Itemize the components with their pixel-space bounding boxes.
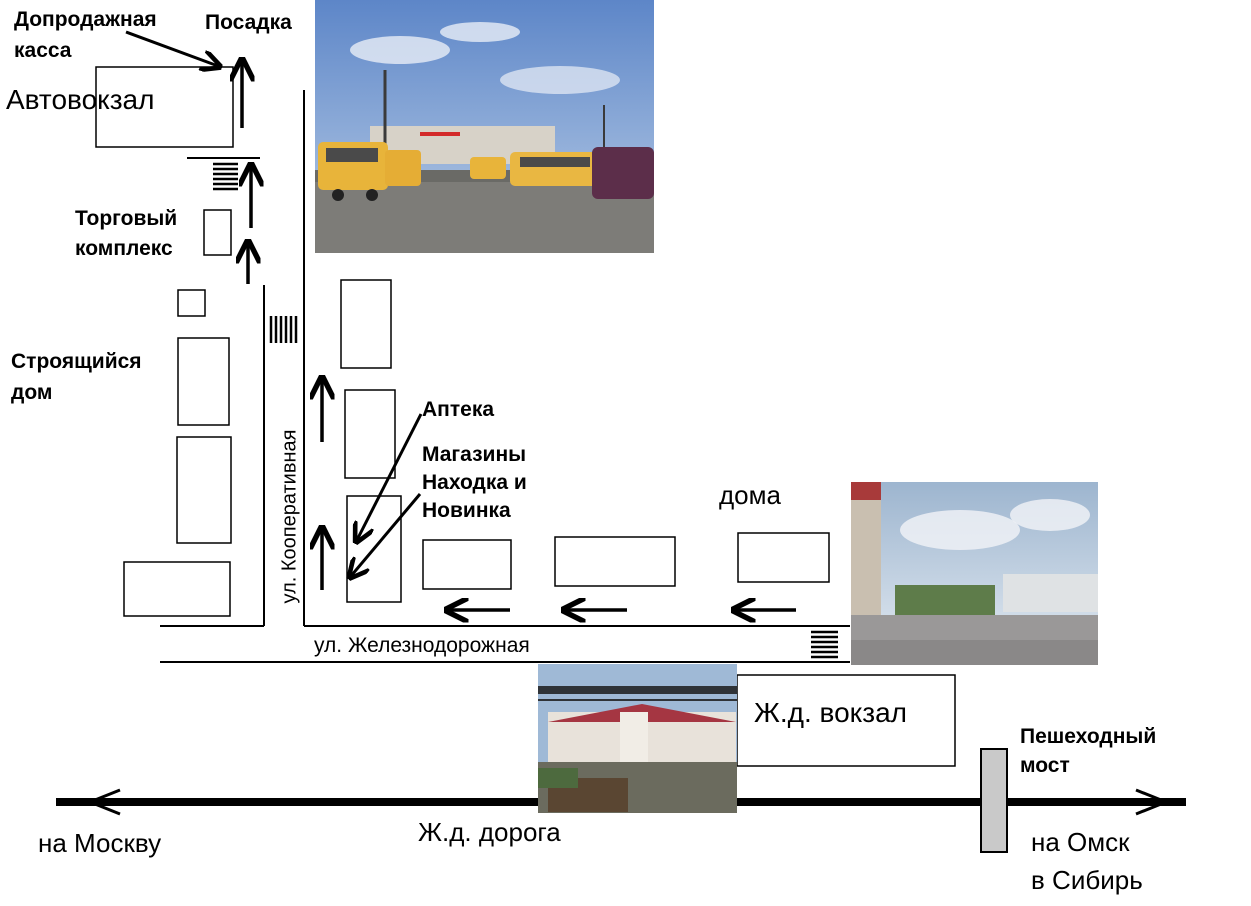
bus-station-building <box>95 66 234 148</box>
pharmacy-label: Аптека <box>422 398 495 421</box>
house-building <box>737 532 830 583</box>
street-zheleznodorozhnaya-label: ул. Железнодорожная <box>314 634 530 657</box>
construction-label: Строящийся дом <box>11 350 142 404</box>
boarding-label: Посадка <box>205 11 292 34</box>
street-kooperativnaya-label: ул. Кооперативная <box>278 429 301 604</box>
route-arrows <box>242 62 796 610</box>
shopping-center-label: Торговый комплекс <box>75 207 178 260</box>
shops-label: Магазины Находка и Новинка <box>422 443 527 522</box>
pedestrian-bridge-shape <box>980 748 1008 853</box>
building <box>340 279 392 369</box>
buildings <box>95 66 956 767</box>
construction-building <box>177 337 230 426</box>
pharmacy-building <box>344 389 396 479</box>
house-building <box>554 536 676 587</box>
crosswalks <box>213 162 838 659</box>
railroad-label: Ж.д. дорога <box>418 817 561 847</box>
small-building <box>177 289 206 317</box>
pointer-arrows <box>125 30 423 576</box>
railway-station-building <box>736 674 956 767</box>
building <box>123 561 231 617</box>
bus-station-photo <box>315 0 654 253</box>
street-lines <box>160 90 850 663</box>
building <box>176 436 232 544</box>
house-building <box>422 539 512 590</box>
to-moscow-label: на Москву <box>38 828 162 858</box>
shopping-center-building <box>203 209 232 256</box>
presale-ticket-office-label: Допродажная касса <box>14 8 157 62</box>
pedestrian-bridge-label: Пешеходный мост <box>1020 725 1157 777</box>
houses-label: дома <box>719 480 781 510</box>
to-omsk-label: на Омск в Сибирь <box>1031 827 1143 895</box>
town-square-photo <box>851 482 1098 665</box>
railway-station-label: Ж.д. вокзал <box>754 697 907 728</box>
railway-station-photo <box>538 664 737 813</box>
bus-station-label: Автовокзал <box>6 84 155 115</box>
